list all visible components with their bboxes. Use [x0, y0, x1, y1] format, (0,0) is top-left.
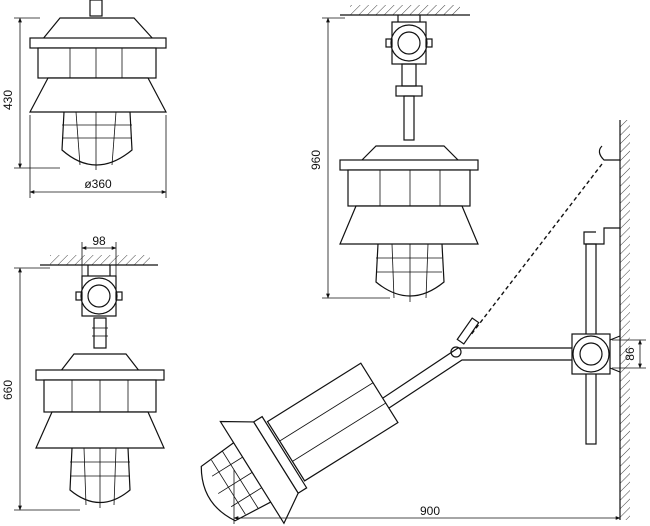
fixture-b-junction [80, 277, 118, 315]
fixture-b-ceiling [50, 255, 150, 265]
fixture-c-reflector [339, 205, 479, 245]
fixture-a-cap [40, 17, 156, 41]
fixture-d-chain [469, 163, 603, 337]
fixture-d-arm [379, 347, 572, 401]
fixture-d-hook [598, 145, 620, 161]
fixture-a-body [37, 47, 157, 79]
dim-fixture-b-height: 660 [1, 380, 15, 400]
fixture-d-body [266, 362, 399, 482]
dim-fixture-d-offset: 86 [623, 347, 637, 361]
fixture-d-junction [572, 335, 610, 373]
dim-fixture-d-width: 900 [420, 504, 440, 518]
dim-fixture-a-height: 430 [1, 90, 15, 110]
fixture-b-stem [93, 317, 107, 349]
fixture-c-ceiling [350, 5, 460, 15]
fixture-c-junction [390, 24, 428, 62]
fixture-c-pipe [403, 95, 415, 141]
fixture-d-wall [620, 120, 630, 520]
dim-fixture-a-diameter: ø360 [84, 177, 112, 191]
fixture-c [322, 5, 479, 302]
fixture-a-reflector [29, 77, 167, 113]
fixture-d-reflector [219, 420, 299, 525]
fixture-c-body [347, 169, 471, 207]
fixture-d [200, 120, 646, 525]
fixture-a [14, 0, 167, 198]
fixture-a-flange [29, 37, 167, 49]
dim-fixture-b-width: 98 [92, 234, 106, 248]
dim-fixture-c-height: 960 [309, 150, 323, 170]
fixture-b-reflector [35, 411, 165, 449]
fixture-a-stem [89, 0, 103, 17]
fixture-b [14, 242, 165, 511]
fixture-a-guard [61, 111, 133, 166]
